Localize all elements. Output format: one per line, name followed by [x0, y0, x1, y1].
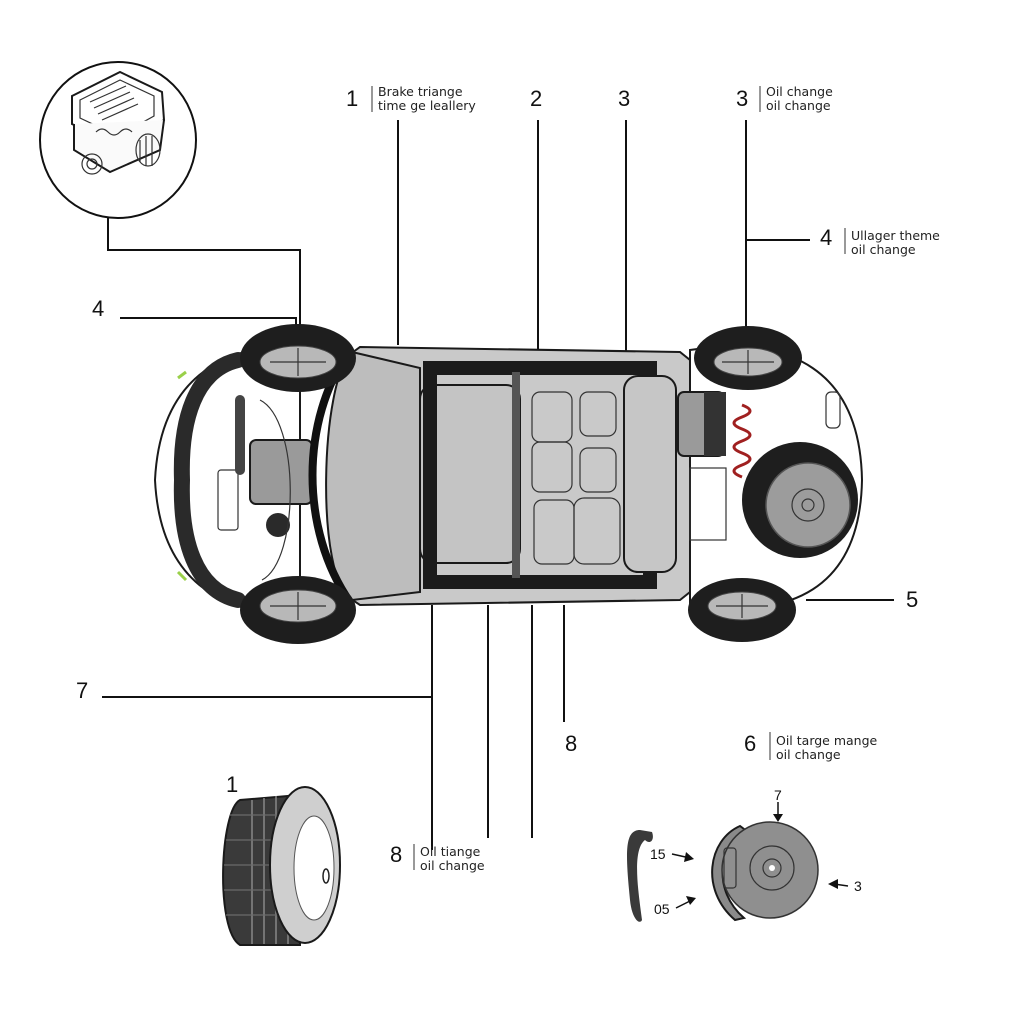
- spare-wheel-disc: [765, 462, 851, 548]
- callout-8b: 8 Oil tiange oil change: [390, 842, 485, 873]
- callout-number: 4: [820, 225, 832, 250]
- callout-3b: 3 Oil change oil change: [736, 84, 833, 113]
- rear-light: [825, 391, 841, 429]
- callout-caption: time ge leallery: [378, 98, 476, 113]
- subframe: [259, 399, 291, 581]
- spare-wheel-center: [801, 498, 815, 512]
- seat-rear-right: [579, 391, 617, 437]
- callout-6: 6 Oil targe mange oil change: [744, 731, 878, 762]
- brake-caliper: [723, 847, 737, 889]
- brake-disc-icon: [627, 802, 849, 922]
- callout-8a-number: 8: [565, 731, 577, 756]
- callout-caption: Oil targe mange: [776, 733, 878, 748]
- callout-3a-number: 3: [618, 86, 630, 111]
- seat-front-right: [573, 497, 621, 565]
- pulley: [266, 513, 290, 537]
- engine-icon: [71, 70, 166, 175]
- callout-caption: Brake triange: [378, 84, 463, 99]
- callout-caption: oil change: [766, 98, 831, 113]
- front-light-left: [177, 370, 187, 380]
- interior-frame: [423, 361, 657, 589]
- seat-rear-left-back: [531, 441, 573, 493]
- radiator: [217, 469, 239, 531]
- callout-caption: oil change: [776, 747, 841, 762]
- rear-motor-fins: [704, 392, 726, 456]
- callout-number: 1: [346, 86, 358, 111]
- callout-4r: 4 Ullager theme oil change: [820, 225, 940, 257]
- callout-caption: oil change: [851, 242, 916, 257]
- wheel-front-left: [240, 324, 356, 392]
- wheel-rear-left: [694, 326, 802, 390]
- callout-5-number: 5: [906, 587, 918, 612]
- callout-caption: oil change: [420, 858, 485, 873]
- callout-2-number: 2: [530, 86, 542, 111]
- rear-battery-box: [689, 467, 727, 541]
- callout-number: 3: [736, 86, 748, 111]
- brake-hose: [627, 830, 653, 922]
- callout-caption: Ullager theme: [851, 228, 940, 243]
- callout-number: 6: [744, 731, 756, 756]
- callout-number: 8: [390, 842, 402, 867]
- seat-rear-right-back: [579, 447, 617, 493]
- brake-label-05: 05: [654, 901, 670, 917]
- tire-callout-number: 1: [226, 772, 238, 797]
- hood: [325, 350, 421, 602]
- coil-spring: [732, 403, 752, 479]
- engine-block: [249, 439, 313, 505]
- brake-hub-center: [769, 865, 775, 871]
- callout-4l-number: 4: [92, 296, 104, 321]
- spare-wheel-hub: [791, 488, 825, 522]
- callout-caption: Oil change: [766, 84, 833, 99]
- tire-icon: [222, 786, 341, 946]
- front-light-right: [176, 570, 188, 582]
- callout-caption: Oil tiange: [420, 844, 481, 859]
- car-body: [153, 324, 864, 644]
- brake-hub-nut: [762, 858, 782, 878]
- callout-1: 1 Brake triange time ge leallery: [346, 84, 476, 113]
- brake-hub: [749, 845, 795, 891]
- engine-inset: [39, 61, 301, 362]
- brake-label-3: 3: [854, 878, 862, 894]
- brake-label-7: 7: [774, 787, 782, 803]
- wheel-rear-right: [688, 578, 796, 642]
- engine-leader-line: [107, 218, 301, 362]
- front-crossmember: [173, 352, 246, 608]
- wheel-front-right: [240, 576, 356, 644]
- brake-label-15: 15: [650, 846, 666, 862]
- callout-7-number: 7: [76, 678, 88, 703]
- trunk-lid: [623, 375, 677, 573]
- leader-lines: [102, 120, 894, 850]
